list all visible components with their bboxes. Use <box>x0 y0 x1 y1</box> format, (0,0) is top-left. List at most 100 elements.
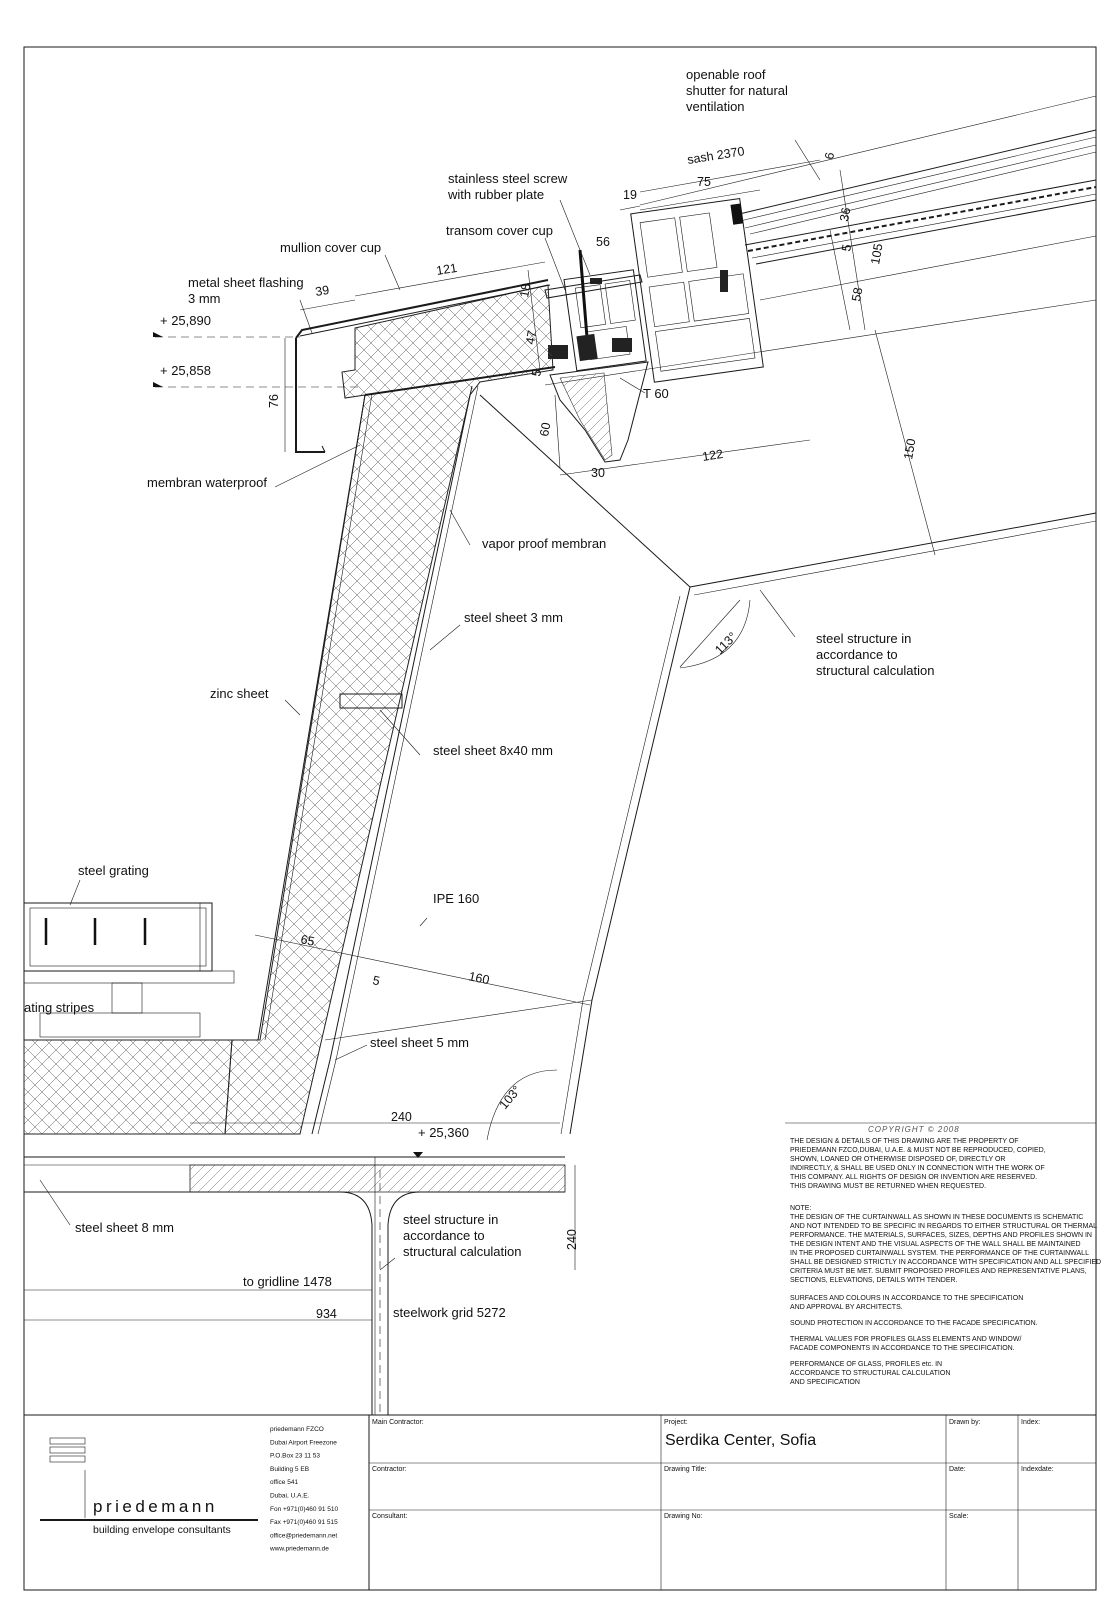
project-label: Project: <box>664 1419 688 1426</box>
label-structure: structural calculation <box>816 663 935 678</box>
label-steel8: steel sheet 8 mm <box>75 1220 174 1235</box>
copyright-line: THE DESIGN & DETAILS OF THIS DRAWING ARE… <box>790 1138 1019 1145</box>
label-structure2: structural calculation <box>403 1244 522 1259</box>
copyright-lines: THE DESIGN & DETAILS OF THIS DRAWING ARE… <box>790 1138 1101 1386</box>
label-steel3: steel sheet 3 mm <box>464 610 563 625</box>
logo-mark <box>49 1455 86 1463</box>
title-block: priedemann building envelope consultants… <box>24 1414 1096 1590</box>
label-structure: accordance to <box>816 647 898 662</box>
company-line: office 541 <box>270 1479 298 1486</box>
label-zinc: zinc sheet <box>210 686 269 701</box>
dim-56: 56 <box>596 235 610 249</box>
dim-18: 18 <box>517 282 533 298</box>
dim-75: 75 <box>697 175 711 189</box>
note-line: PERFORMANCE. THE MATERIALS, SURFACES, SI… <box>790 1232 1092 1239</box>
note-extra-line: AND APPROVAL BY ARCHITECTS. <box>790 1304 903 1311</box>
note-extra-line: AND SPECIFICATION <box>790 1379 860 1386</box>
dim-240b: 240 <box>565 1229 579 1250</box>
dim-sash: sash 2370 <box>686 144 745 167</box>
label-structure: steel structure in <box>816 631 911 646</box>
label-transom: transom cover cup <box>446 223 553 238</box>
dim-65: 65 <box>299 932 316 949</box>
company-line: Fon +971(0)460 91 510 <box>270 1506 339 1513</box>
dim-60: 60 <box>537 421 553 437</box>
indexdate-label: Indexdate: <box>1021 1466 1054 1473</box>
dim-5b: 5 <box>529 368 544 377</box>
label-vapor: vapor proof membran <box>482 536 606 551</box>
note-line: CRITERIA MUST BE MET. SUBMIT PROPOSED PR… <box>790 1268 1087 1275</box>
steel-grating <box>23 902 235 1038</box>
note-line: AND NOT INTENDED TO BE SPECIFIC IN REGAR… <box>790 1223 1097 1230</box>
label-openable: ventilation <box>686 99 745 114</box>
logo-subtitle: building envelope consultants <box>93 1524 231 1536</box>
dimension-lines <box>254 159 936 1270</box>
note-line: THE DESIGN INTENT AND THE VISUAL ASPECTS… <box>790 1241 1081 1248</box>
company-line: office@priedemann.net <box>270 1532 337 1539</box>
callout-labels: openable roof shutter for natural ventil… <box>24 67 935 1320</box>
note-line: SECTIONS, ELEVATIONS, DETAILS WITH TENDE… <box>790 1277 958 1284</box>
level-25890: + 25,890 <box>160 313 211 328</box>
dim-19: 19 <box>623 188 637 202</box>
dim-30: 30 <box>591 466 605 480</box>
dim-47: 47 <box>523 329 539 345</box>
note-extra-line: FACADE COMPONENTS IN ACCORDANCE TO THE S… <box>790 1345 1015 1352</box>
level-values: + 25,890 + 25,858 + 25,360 <box>160 313 469 1140</box>
roof-shutter-glazing <box>544 95 1097 596</box>
dim-160: 160 <box>467 969 490 987</box>
label-steelwork: steelwork grid 5272 <box>393 1305 506 1320</box>
contractor-label: Contractor: <box>372 1466 407 1473</box>
label-structure2: steel structure in <box>403 1212 498 1227</box>
copyright-notes: COPYRIGHT © 2008 THE DESIGN & DETAILS OF… <box>785 1122 1101 1386</box>
label-screw: stainless steel screw <box>448 171 568 186</box>
label-steel5: steel sheet 5 mm <box>370 1035 469 1050</box>
label-flashing: 3 mm <box>188 291 221 306</box>
angle-113: 113° <box>712 630 740 658</box>
consultant-label: Consultant: <box>372 1513 407 1520</box>
dim-122: 122 <box>701 447 724 464</box>
label-steel840: steel sheet 8x40 mm <box>433 743 553 758</box>
dim-240a: 240 <box>391 1110 412 1124</box>
main-contractor-label: Main Contractor: <box>372 1419 424 1426</box>
level-25858: + 25,858 <box>160 363 211 378</box>
floor-slab <box>24 1156 566 1415</box>
company-line: Fax +971(0)460 91 515 <box>270 1519 338 1526</box>
note-line: SHALL BE DESIGNED STRICTLY IN ACCORDANCE… <box>790 1259 1101 1266</box>
copyright-line: INDIRECTLY, & SHALL BE USED ONLY IN CONN… <box>790 1165 1045 1172</box>
copyright-title: COPYRIGHT © 2008 <box>868 1125 960 1134</box>
parapet-insulation <box>23 279 691 1135</box>
dim-934: 934 <box>316 1307 337 1321</box>
copyright-line: SHOWN, LOANED OR OTHERWISE DISPOSED OF, … <box>790 1156 1005 1163</box>
label-t60: T 60 <box>643 386 669 401</box>
company-line: www.priedemann.de <box>269 1546 329 1553</box>
company-line: P.O.Box 23 11 53 <box>270 1453 320 1460</box>
drawn-by-label: Drawn by: <box>949 1419 981 1426</box>
note-line: THE DESIGN OF THE CURTAINWALL AS SHOWN I… <box>790 1214 1083 1221</box>
dim-5a: 5 <box>839 243 854 252</box>
dim-5c: 5 <box>371 973 381 988</box>
company-line: priedemann FZCO <box>270 1426 324 1433</box>
company-line: Building 5 EB <box>270 1466 309 1473</box>
dimension-values: sash 2370 6 75 19 56 36 5 105 121 39 18 … <box>267 144 919 1321</box>
angle-103: 103° <box>497 1083 524 1112</box>
note-extra-line: ACCORDANCE TO STRUCTURAL CALCULATION <box>790 1370 950 1377</box>
dim-58: 58 <box>849 286 865 302</box>
note-extra-line: PERFORMANCE OF GLASS, PROFILES etc. IN <box>790 1361 942 1368</box>
scale-label: Scale: <box>949 1513 969 1520</box>
leader-lines <box>39 139 821 1271</box>
note-extra-line: THERMAL VALUES FOR PROFILES GLASS ELEMEN… <box>790 1336 1021 1343</box>
label-screw: with rubber plate <box>447 187 544 202</box>
copyright-line: THIS COMPANY. ALL RIGHTS OF DESIGN OR IN… <box>790 1174 1037 1181</box>
copyright-line: THIS DRAWING MUST BE RETURNED WHEN REQUE… <box>790 1183 986 1190</box>
label-flashing: metal sheet flashing <box>188 275 304 290</box>
label-openable: openable roof <box>686 67 766 82</box>
sheet-border <box>23 46 1097 1591</box>
sash-frame-profiles <box>544 198 764 463</box>
level-markers <box>153 332 560 1158</box>
label-membran: membran waterproof <box>147 475 267 490</box>
level-25360: + 25,360 <box>418 1125 469 1140</box>
copyright-line: PRIEDEMANN FZCO,DUBAI, U.A.E. & MUST NOT… <box>790 1147 1046 1154</box>
date-label: Date: <box>949 1466 966 1473</box>
label-structure2: accordance to <box>403 1228 485 1243</box>
